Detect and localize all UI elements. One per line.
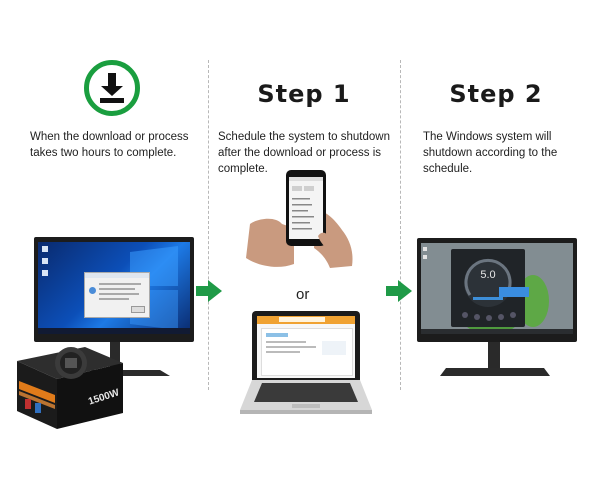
monitor-right: 5.0 bbox=[417, 238, 577, 342]
intro-description: When the download or process takes two h… bbox=[30, 131, 189, 159]
power-supply-unit bbox=[17, 347, 123, 429]
arrow-right-icon-2 bbox=[386, 280, 412, 302]
arrow-right-icon bbox=[196, 280, 222, 302]
smartphone-in-hand bbox=[246, 170, 353, 268]
step2-description: The Windows system will shutdown accordi… bbox=[423, 131, 558, 175]
step1-title: Step 1 bbox=[257, 80, 351, 108]
laptop bbox=[252, 311, 360, 381]
windows-desktop-screen bbox=[38, 242, 190, 334]
divider-left bbox=[208, 60, 209, 390]
step1-description: Schedule the system to shutdown after th… bbox=[218, 131, 390, 175]
or-label: or bbox=[296, 286, 310, 303]
shutdown-dialog-window bbox=[84, 272, 150, 318]
download-icon bbox=[84, 60, 140, 116]
divider-right bbox=[400, 60, 401, 390]
dial-value: 5.0 bbox=[480, 269, 496, 281]
laptop-screen bbox=[257, 316, 355, 378]
laptop-keyboard-base bbox=[240, 380, 372, 414]
shutdown-app-screen: 5.0 bbox=[421, 243, 573, 334]
step2-title: Step 2 bbox=[449, 80, 543, 108]
monitor-left bbox=[34, 237, 194, 342]
monitor-right-stand bbox=[440, 342, 550, 376]
